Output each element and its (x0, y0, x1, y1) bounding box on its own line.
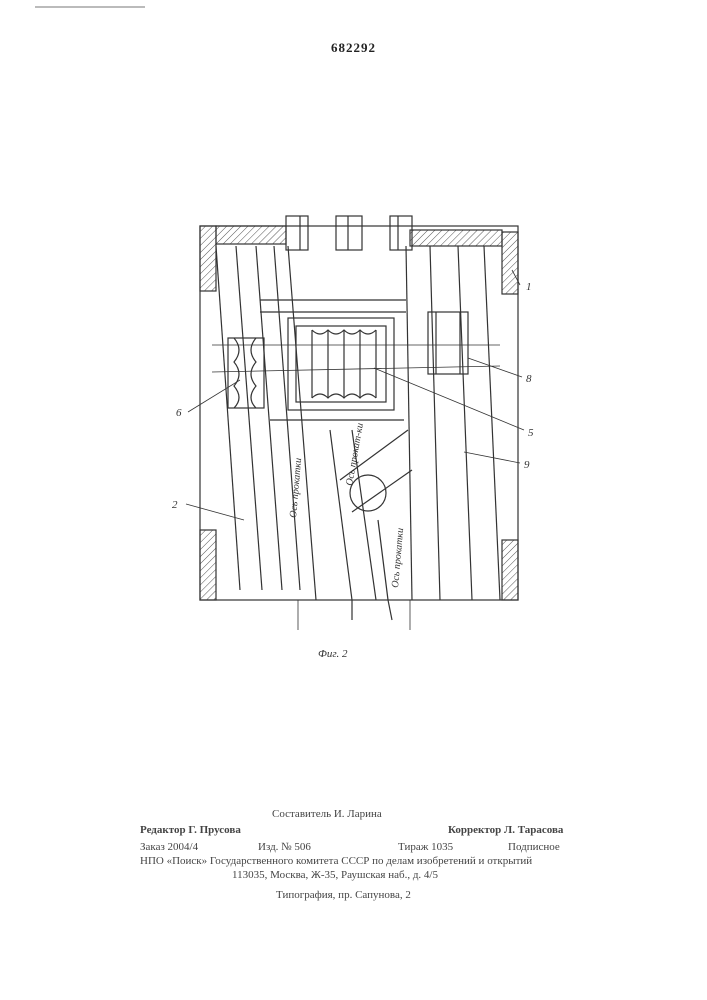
imprint-circulation: Тираж 1035 (398, 841, 453, 853)
part-number-5: 5 (528, 427, 534, 439)
imprint-editor: Редактор Г. Прусова (140, 824, 241, 836)
part-number-9: 9 (524, 459, 530, 471)
imprint-printing: Типография, пр. Сапунова, 2 (276, 889, 411, 901)
imprint-edition: Изд. № 506 (258, 841, 311, 853)
part-number-1: 1 (526, 281, 532, 293)
hatched-strip-right (410, 230, 502, 246)
axis-label-right: Ось прокатки (390, 527, 406, 588)
part-number-2: 2 (172, 499, 178, 511)
imprint-compiler: Составитель И. Ларина (272, 808, 382, 820)
hatched-block-top-left (200, 226, 216, 291)
imprint-order: Заказ 2004/4 (140, 841, 198, 853)
hatched-strip-left (216, 226, 286, 244)
hatched-block-bottom-left (200, 530, 216, 600)
axis-label-center: Ось прокат-ки (344, 422, 366, 486)
part-number-8: 8 (526, 373, 532, 385)
imprint-organization: НПО «Поиск» Государственного комитета СС… (140, 855, 532, 867)
imprint-address: 113035, Москва, Ж-35, Раушская наб., д. … (232, 869, 438, 881)
figure-caption: Фиг. 2 (318, 648, 348, 660)
imprint-subscription: Подписное (508, 841, 560, 853)
imprint-corrector: Корректор Л. Тарасова (448, 824, 563, 836)
hatched-block-top-right (502, 232, 518, 294)
part-number-6: 6 (176, 407, 182, 419)
hatched-block-bottom-right (502, 540, 518, 600)
